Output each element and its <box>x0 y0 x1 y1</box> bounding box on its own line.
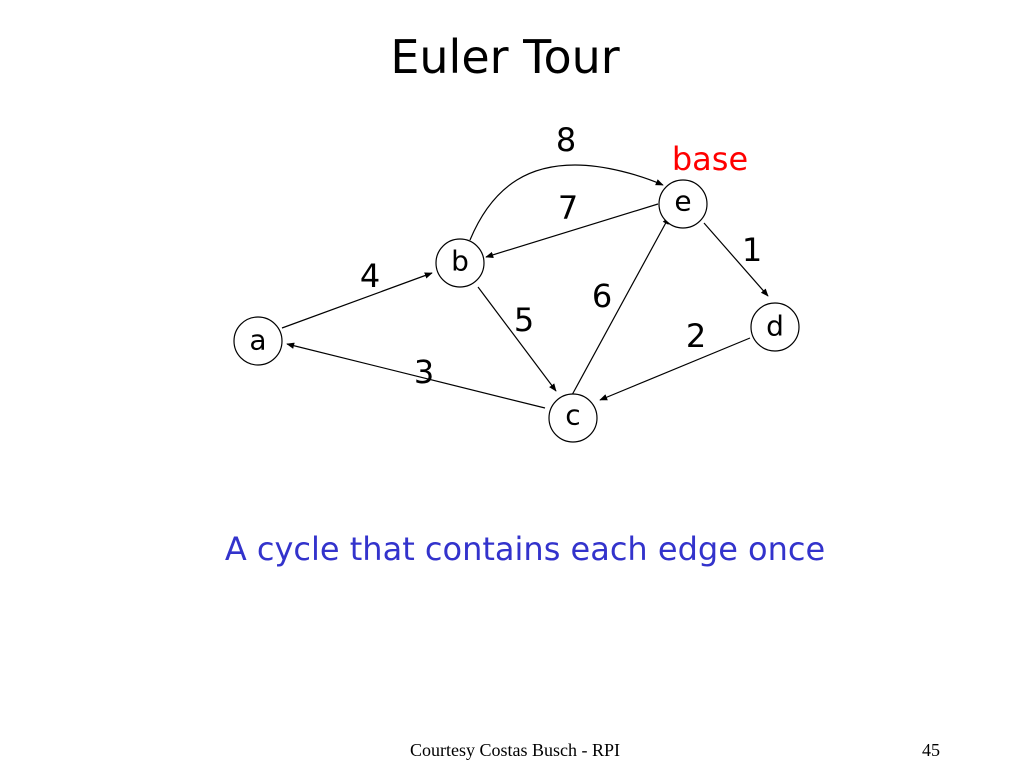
edge-2-d-to-c <box>599 337 751 401</box>
edge-4-a-to-b <box>281 272 433 329</box>
edge-labels-layer: 1 2 3 4 5 6 7 8 <box>360 121 762 391</box>
edge-label-1: 1 <box>742 231 762 269</box>
edge-label-5: 5 <box>514 301 534 339</box>
slide-caption: A cycle that contains each edge once <box>224 530 826 568</box>
edge-label-8: 8 <box>556 121 576 159</box>
edge-label-7: 7 <box>558 189 578 227</box>
nodes-layer: a b c d e <box>233 179 800 443</box>
edge-1-e-to-d <box>703 222 769 297</box>
footer-credit: Courtesy Costas Busch - RPI <box>409 740 620 760</box>
base-label: base <box>672 140 748 178</box>
node-c: c <box>548 393 598 443</box>
edge-6-c-to-e <box>571 216 670 396</box>
node-a: a <box>233 316 283 366</box>
node-e-label: e <box>674 185 691 218</box>
node-d: d <box>750 302 800 352</box>
edge-label-3: 3 <box>414 353 434 391</box>
node-b: b <box>435 238 485 288</box>
edge-label-4: 4 <box>360 257 380 295</box>
edge-8-b-to-e <box>469 164 664 241</box>
node-e: e <box>658 179 708 229</box>
node-a-label: a <box>249 324 266 357</box>
node-c-label: c <box>565 399 580 432</box>
edge-label-6: 6 <box>592 277 612 315</box>
node-d-label: d <box>766 310 784 343</box>
slide-title: Euler Tour <box>390 30 620 84</box>
edge-3-c-to-a <box>286 342 546 409</box>
edge-7-e-to-b <box>485 203 659 258</box>
node-b-label: b <box>451 245 469 278</box>
edge-5-b-to-c <box>477 286 557 392</box>
edge-label-2: 2 <box>686 317 706 355</box>
page-number: 45 <box>922 740 940 760</box>
edges-layer <box>281 164 769 409</box>
